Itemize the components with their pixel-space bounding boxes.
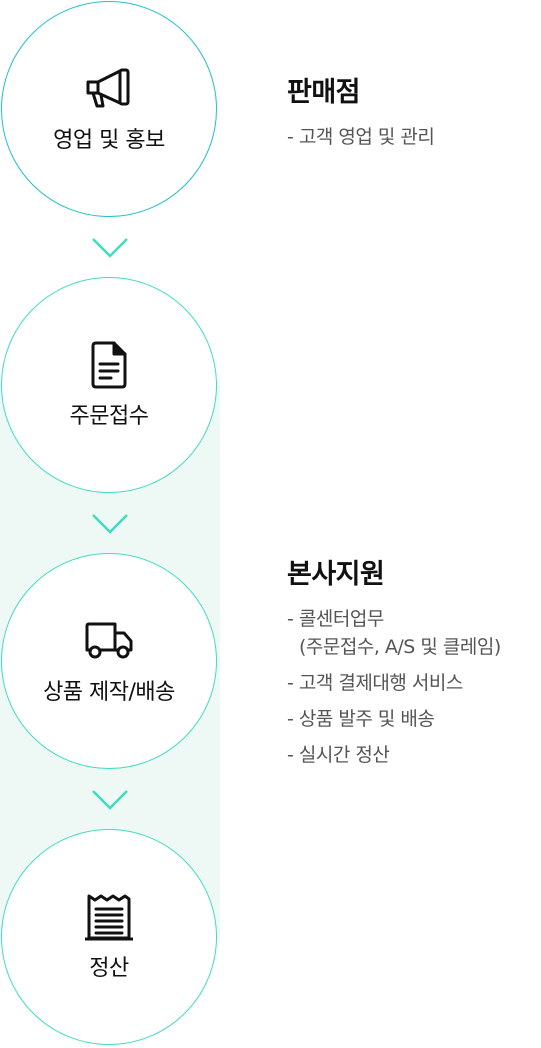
step-sales-promotion: 영업 및 홍보 bbox=[1, 1, 217, 217]
store-section: 판매점 - 고객 영업 및 관리 bbox=[287, 70, 435, 159]
step-label: 상품 제작/배송 bbox=[43, 680, 175, 705]
chevron-down-icon bbox=[92, 790, 128, 810]
receipt-icon bbox=[84, 892, 134, 942]
chevron-down-icon bbox=[92, 238, 128, 258]
step-label: 주문접수 bbox=[69, 404, 149, 429]
truck-icon bbox=[84, 616, 134, 666]
step-order-intake: 주문접수 bbox=[1, 277, 217, 493]
document-icon bbox=[84, 340, 134, 390]
hq-item-callcenter-line1: - 콜센터업무 bbox=[287, 608, 384, 630]
step-label: 정산 bbox=[89, 956, 129, 981]
store-item: - 고객 영업 및 관리 bbox=[287, 126, 435, 148]
step-settlement: 정산 bbox=[1, 829, 217, 1045]
step-label: 영업 및 홍보 bbox=[53, 128, 165, 153]
hq-item-callcenter-line2: (주문접수, A/S 및 클레임) bbox=[299, 636, 501, 658]
hq-section: 본사지원 - 콜센터업무 (주문접수, A/S 및 클레임) - 고객 결제대행… bbox=[287, 552, 501, 777]
hq-item-order-delivery: - 상품 발주 및 배송 bbox=[287, 708, 435, 730]
hq-item-payment: - 고객 결제대행 서비스 bbox=[287, 672, 463, 694]
hq-item-callcenter: - 콜센터업무 (주문접수, A/S 및 클레임) bbox=[287, 605, 501, 661]
megaphone-icon bbox=[84, 64, 134, 114]
hq-item-settlement: - 실시간 정산 bbox=[287, 744, 390, 766]
hq-title: 본사지원 bbox=[287, 559, 385, 590]
step-production-delivery: 상품 제작/배송 bbox=[1, 553, 217, 769]
store-title: 판매점 bbox=[287, 77, 361, 108]
chevron-down-icon bbox=[92, 514, 128, 534]
